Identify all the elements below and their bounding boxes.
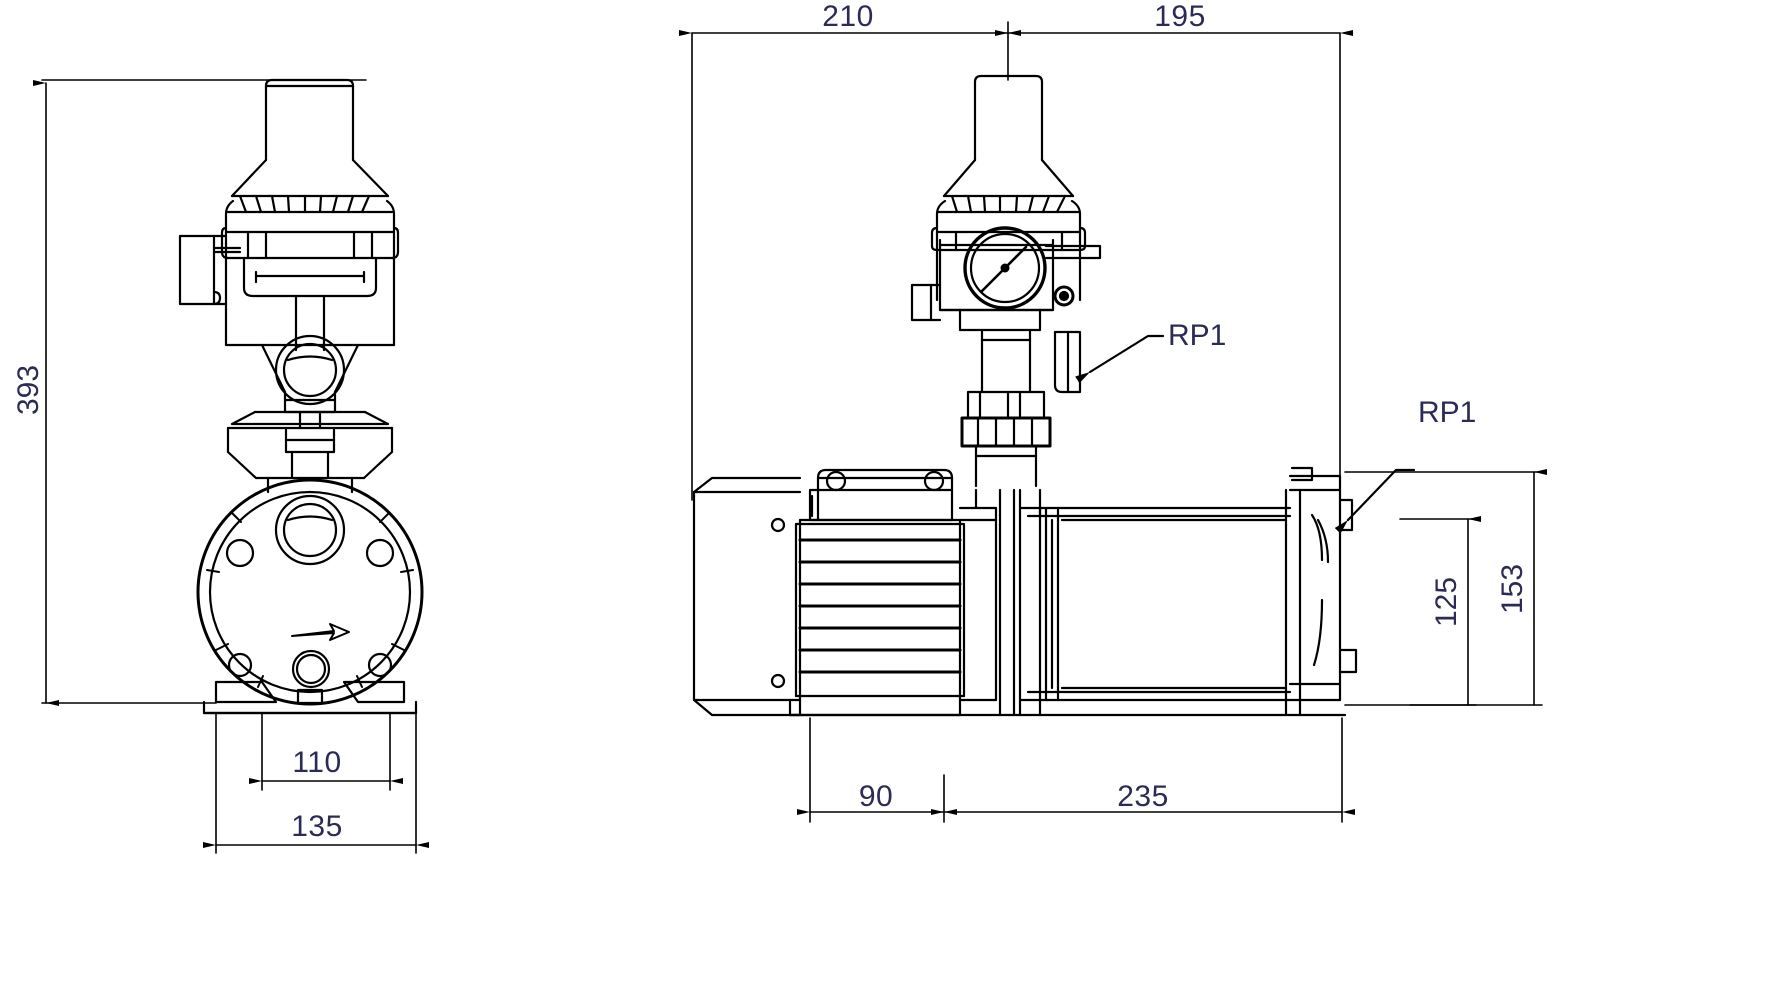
dimension-labels: 393 110 135 210 195 90 235 125 153 RP1 R… bbox=[12, 0, 1529, 843]
dim-pump-body-length: 235 bbox=[1117, 780, 1169, 813]
callout-rp1-top-label: RP1 bbox=[1168, 319, 1226, 352]
side-view-dimensions bbox=[679, 21, 1547, 823]
dim-base-width: 135 bbox=[291, 810, 343, 843]
front-view-geometry bbox=[178, 78, 424, 715]
dim-motor-length-front: 210 bbox=[822, 0, 874, 33]
dim-motor-base-length: 90 bbox=[859, 780, 893, 813]
side-view-geometry bbox=[692, 74, 1358, 717]
dim-overall-height: 393 bbox=[12, 365, 45, 415]
callout-leaders bbox=[1075, 334, 1416, 534]
dim-pump-length-rear: 195 bbox=[1154, 0, 1206, 33]
dim-foot-hole-spacing: 110 bbox=[292, 746, 341, 779]
dim-overall-body-height: 153 bbox=[1496, 564, 1529, 614]
front-view-dimensions bbox=[33, 79, 429, 854]
dim-port-centre-height: 125 bbox=[1430, 577, 1463, 627]
callout-rp1-right-label: RP1 bbox=[1418, 396, 1476, 429]
